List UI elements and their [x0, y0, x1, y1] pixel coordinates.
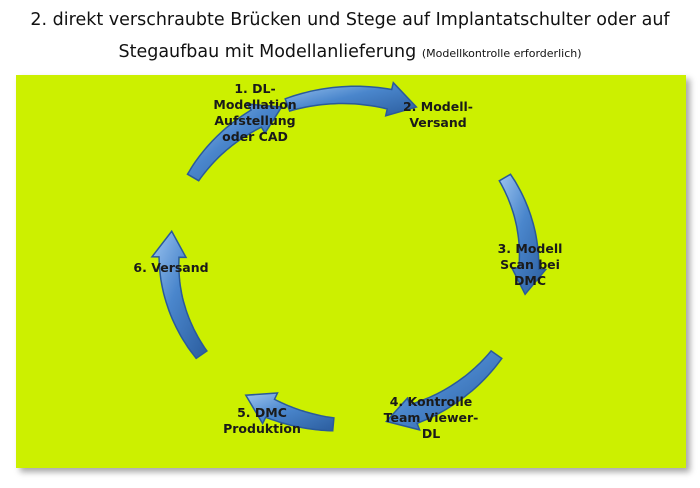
cycle-arrows [150, 81, 548, 432]
step-6-label: 6. Versand [133, 260, 209, 275]
title-line-1: 2. direkt verschraubte Brücken und Stege… [30, 10, 670, 30]
step-2-label: 2. Modell- Versand [402, 99, 473, 130]
curved-arrow-icon-2 [498, 173, 548, 296]
title-line-2-main: Stegaufbau mit Modellanlieferung [118, 42, 417, 62]
title-line-2: Stegaufbau mit Modellanlieferung (Modell… [0, 36, 700, 70]
diagram-title: 2. direkt verschraubte Brücken und Stege… [0, 4, 700, 70]
curved-arrow-icon-6 [186, 103, 283, 182]
step-5-label: 5. DMC Produktion [223, 405, 301, 436]
curved-arrow-icon-1 [284, 81, 418, 117]
curved-arrow-icon-3 [385, 349, 503, 431]
cycle-diagram-panel: 1. DL- Modellation Aufstellung oder CAD … [16, 75, 686, 468]
title-note: (Modellkontrolle erforderlich) [421, 47, 582, 60]
step-1-label: 1. DL- Modellation Aufstellung oder CAD [213, 81, 297, 144]
step-3-label: 3. Modell Scan bei DMC [497, 241, 563, 288]
curved-arrow-icon-4 [244, 392, 335, 432]
curved-arrow-icon-5 [150, 229, 208, 360]
step-4-label: 4. Kontrolle Team Viewer- DL [383, 394, 479, 441]
